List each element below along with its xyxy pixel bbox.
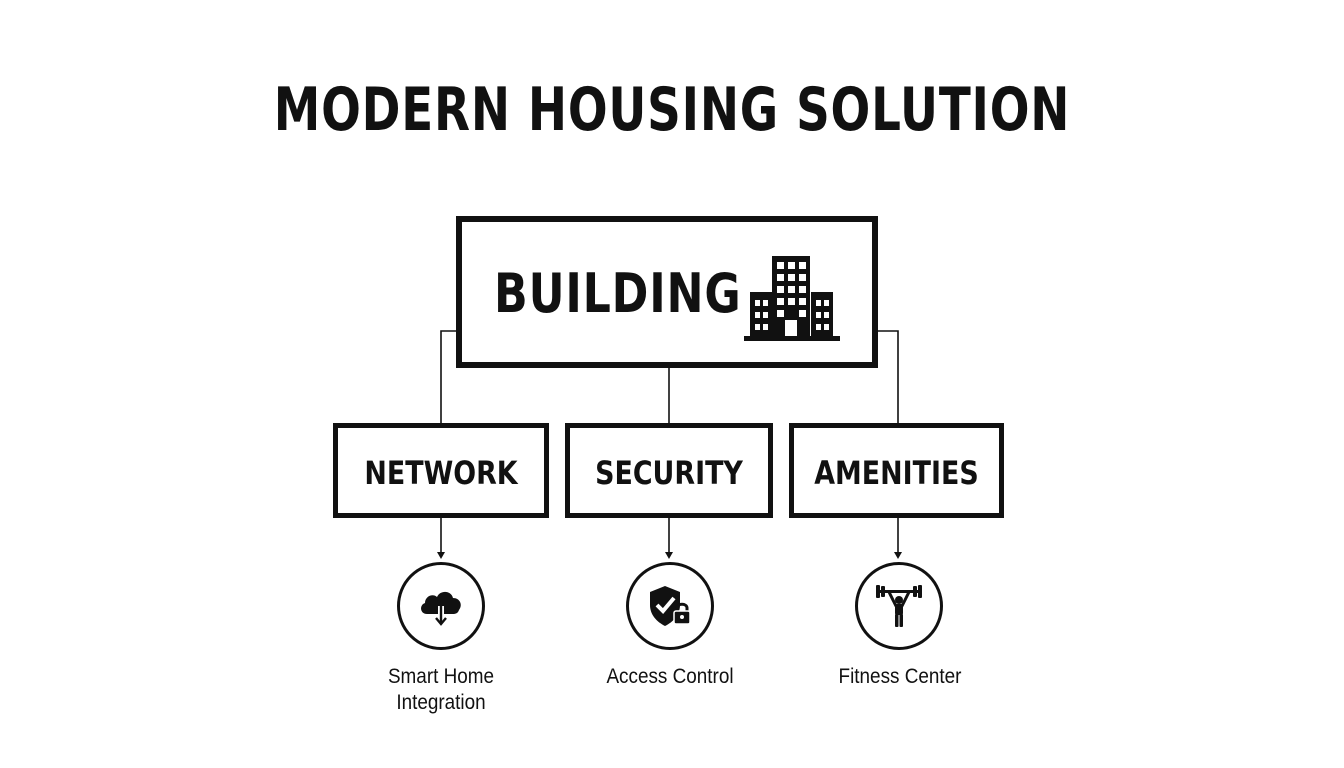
- fitness-center-caption-line-1: Fitness Center: [838, 665, 962, 688]
- building-label: BUILDING: [494, 262, 742, 325]
- smart-home-caption-line-2: Integration: [396, 691, 486, 714]
- network-node: NETWORK: [333, 423, 549, 518]
- diagram-title: MODERN HOUSING SOLUTION: [273, 75, 1071, 145]
- shield-check-lock-icon: [650, 586, 691, 626]
- cloud-download-icon: [421, 591, 461, 626]
- arrowhead-amenities: [894, 552, 902, 559]
- security-label: SECURITY: [595, 454, 743, 492]
- security-node: SECURITY: [565, 423, 773, 518]
- building-node: BUILDING: [456, 216, 878, 368]
- amenities-label: AMENITIES: [814, 454, 979, 492]
- network-label: NETWORK: [364, 454, 518, 492]
- connector-building-network: [440, 330, 458, 423]
- smart-home-caption-line-1: Smart Home: [387, 665, 495, 688]
- arrowhead-network: [437, 552, 445, 559]
- weightlifter-icon: [876, 585, 922, 627]
- amenities-node: AMENITIES: [789, 423, 1004, 518]
- office-building-icon: [744, 256, 840, 341]
- fitness-center-circle: [855, 562, 943, 650]
- access-control-caption-line-1: Access Control: [606, 665, 734, 688]
- fitness-center-caption: Fitness Center: [801, 664, 999, 690]
- arrowhead-security: [665, 552, 673, 559]
- connector-building-amenities: [876, 330, 899, 423]
- smart-home-circle: [397, 562, 485, 650]
- access-control-caption: Access Control: [571, 664, 769, 690]
- access-control-circle: [626, 562, 714, 650]
- smart-home-caption: Smart Home Integration: [342, 664, 540, 716]
